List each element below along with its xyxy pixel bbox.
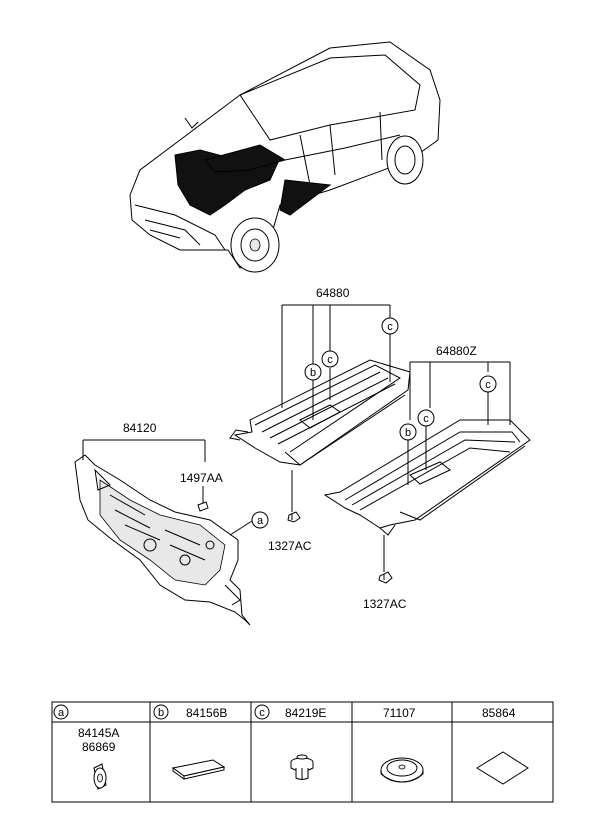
leader-64880	[281, 304, 391, 408]
under-cover-right	[323, 419, 531, 536]
legend-code-86869: 86869	[82, 740, 116, 754]
legend-code-71107: 71107	[383, 706, 416, 720]
svg-text:b: b	[405, 427, 411, 439]
sheet-icon	[476, 751, 529, 785]
dash-panel-insulator	[74, 454, 251, 626]
marker-a: a	[251, 511, 269, 529]
marker-b-left: b	[304, 363, 322, 381]
legend-col-a: a 84145A 86869	[53, 704, 119, 790]
svg-text:c: c	[423, 413, 429, 425]
legend-col-b: b 84156B	[153, 704, 227, 780]
callout-84120: 84120	[123, 421, 157, 435]
legend-marker-a: a	[58, 707, 65, 719]
legend-col-e: 85864	[476, 706, 529, 785]
legend-col-c: c 84219E	[254, 704, 326, 780]
callout-64880z: 64880Z	[436, 344, 477, 358]
legend-marker-b: b	[158, 707, 164, 719]
marker-c-left-2: c	[321, 350, 339, 368]
callout-1327ac-right: 1327AC	[363, 597, 407, 611]
svg-text:a: a	[257, 515, 264, 527]
leader-84120	[82, 439, 206, 462]
legend-code-85864: 85864	[482, 706, 516, 720]
legend-code-84145a: 84145A	[78, 726, 119, 740]
callout-64880: 64880	[316, 286, 350, 300]
marker-c-right-2: c	[417, 409, 435, 427]
svg-text:c: c	[327, 354, 333, 366]
svg-text:c: c	[485, 379, 491, 391]
clip-c-icon	[290, 754, 314, 780]
svg-text:b: b	[310, 367, 316, 379]
legend-table: a 84145A 86869 b 84156B c 84219E	[51, 701, 554, 803]
leader-64880z	[409, 361, 511, 425]
clip-a-icon	[93, 763, 107, 790]
svg-text:c: c	[387, 321, 393, 333]
callout-1327ac-left: 1327AC	[268, 539, 312, 553]
legend-marker-c: c	[259, 707, 265, 719]
clip-1327ac-left	[287, 511, 301, 523]
pad-1497aa	[197, 501, 209, 512]
car-illustration	[129, 41, 441, 273]
callout-1497aa: 1497AA	[180, 471, 223, 485]
clip-1327ac-right	[378, 571, 393, 584]
marker-b-right: b	[399, 423, 417, 441]
floor-insulator-dark	[204, 144, 287, 173]
marker-c-right: c	[479, 375, 497, 393]
legend-code-84156b: 84156B	[186, 706, 227, 720]
under-cover-left	[229, 359, 411, 466]
grommet-icon	[380, 757, 424, 783]
legend-code-84219e: 84219E	[285, 706, 326, 720]
legend-col-d: 71107	[380, 706, 424, 783]
marker-c-left: c	[381, 317, 399, 335]
